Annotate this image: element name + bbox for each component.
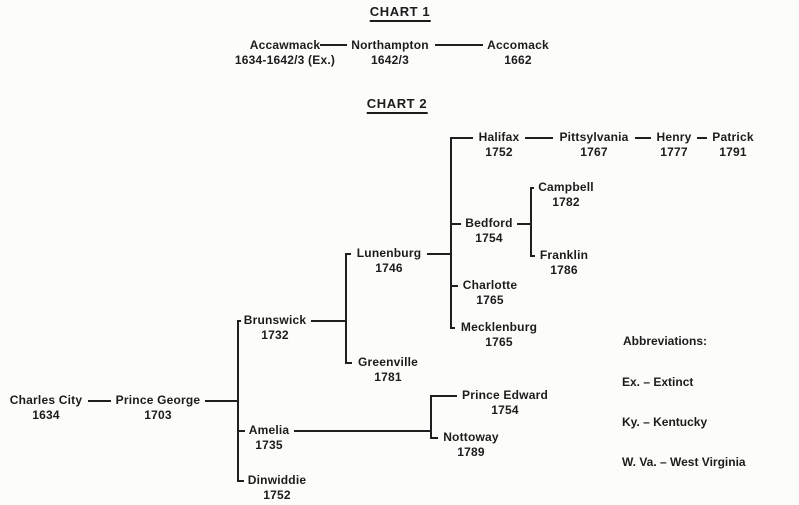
county-node-accawmack: Accawmack 1634-1642/3 (Ex.): [235, 38, 335, 68]
county-year: 1732: [261, 328, 289, 342]
county-node-lunenburg: Lunenburg 1746: [357, 246, 421, 276]
county-name: Brunswick: [243, 313, 307, 327]
county-node-franklin: Franklin 1786: [540, 248, 588, 278]
abbreviation-item: Ky. – Kentucky: [622, 415, 708, 429]
abbreviation-item: W. Va. – West Virginia: [622, 455, 746, 469]
county-name: Accawmack: [249, 38, 321, 52]
county-node-campbell: Campbell 1782: [538, 180, 594, 210]
county-name: Campbell: [538, 180, 594, 194]
county-year: 1781: [374, 370, 402, 384]
county-year: 1634-1642/3 (Ex.): [234, 53, 336, 67]
county-year: 1754: [475, 231, 503, 245]
county-node-nottoway: Nottoway 1789: [443, 430, 499, 460]
county-name: Charlotte: [462, 278, 518, 292]
county-name: Accomack: [487, 38, 549, 52]
county-year: 1767: [580, 145, 608, 159]
county-year: 1735: [255, 438, 283, 452]
county-name: Prince George: [115, 393, 201, 407]
county-name: Patrick: [712, 130, 754, 144]
county-name: Nottoway: [443, 430, 499, 444]
abbreviations-title: Abbreviations:: [623, 334, 708, 348]
county-year: 1752: [485, 145, 513, 159]
county-node-amelia: Amelia 1735: [249, 423, 290, 453]
county-name: Northampton: [351, 38, 429, 52]
county-name: Bedford: [465, 216, 513, 230]
county-name: Charles City: [9, 393, 83, 407]
county-name: Franklin: [539, 248, 589, 262]
county-year: 1777: [660, 145, 688, 159]
county-year: 1765: [476, 293, 504, 307]
county-name: Halifax: [478, 130, 520, 144]
abbreviation-item: Ex. – Extinct: [622, 375, 694, 389]
county-year: 1662: [504, 53, 532, 67]
county-year: 1789: [457, 445, 485, 459]
county-name: Lunenburg: [356, 246, 422, 260]
county-year: 1782: [552, 195, 580, 209]
chart1-title: CHART 1: [369, 4, 431, 22]
county-node-charlotte: Charlotte 1765: [463, 278, 517, 308]
county-node-northampton: Northampton 1642/3: [351, 38, 429, 68]
county-node-bedford: Bedford 1754: [465, 216, 512, 246]
county-year: 1765: [485, 335, 513, 349]
county-node-accomack: Accomack 1662: [487, 38, 549, 68]
county-name: Greenville: [357, 355, 419, 369]
county-node-mecklenburg: Mecklenburg 1765: [461, 320, 537, 350]
county-year: 1791: [719, 145, 747, 159]
county-name: Prince Edward: [462, 388, 548, 402]
county-node-charles-city: Charles City 1634: [10, 393, 82, 423]
county-node-greenville: Greenville 1781: [358, 355, 418, 385]
county-year: 1754: [491, 403, 519, 417]
county-name: Dinwiddie: [247, 473, 307, 487]
county-year: 1703: [144, 408, 172, 422]
county-node-patrick: Patrick 1791: [712, 130, 753, 160]
chart2-title: CHART 2: [366, 96, 428, 114]
county-year: 1642/3: [371, 53, 409, 67]
county-node-halifax: Halifax 1752: [479, 130, 520, 160]
county-name: Pittsylvania: [559, 130, 629, 144]
county-name: Amelia: [248, 423, 290, 437]
county-node-henry: Henry 1777: [656, 130, 691, 160]
county-node-brunswick: Brunswick 1732: [244, 313, 307, 343]
county-year: 1746: [375, 261, 403, 275]
county-name: Henry: [656, 130, 692, 144]
county-node-pittsylvania: Pittsylvania 1767: [559, 130, 628, 160]
county-year: 1786: [550, 263, 578, 277]
county-year: 1752: [263, 488, 291, 502]
county-name: Mecklenburg: [460, 320, 538, 334]
county-node-dinwiddie: Dinwiddie 1752: [248, 473, 306, 503]
county-node-prince-george: Prince George 1703: [116, 393, 201, 423]
county-year: 1634: [32, 408, 60, 422]
county-node-prince-edward: Prince Edward 1754: [462, 388, 548, 418]
